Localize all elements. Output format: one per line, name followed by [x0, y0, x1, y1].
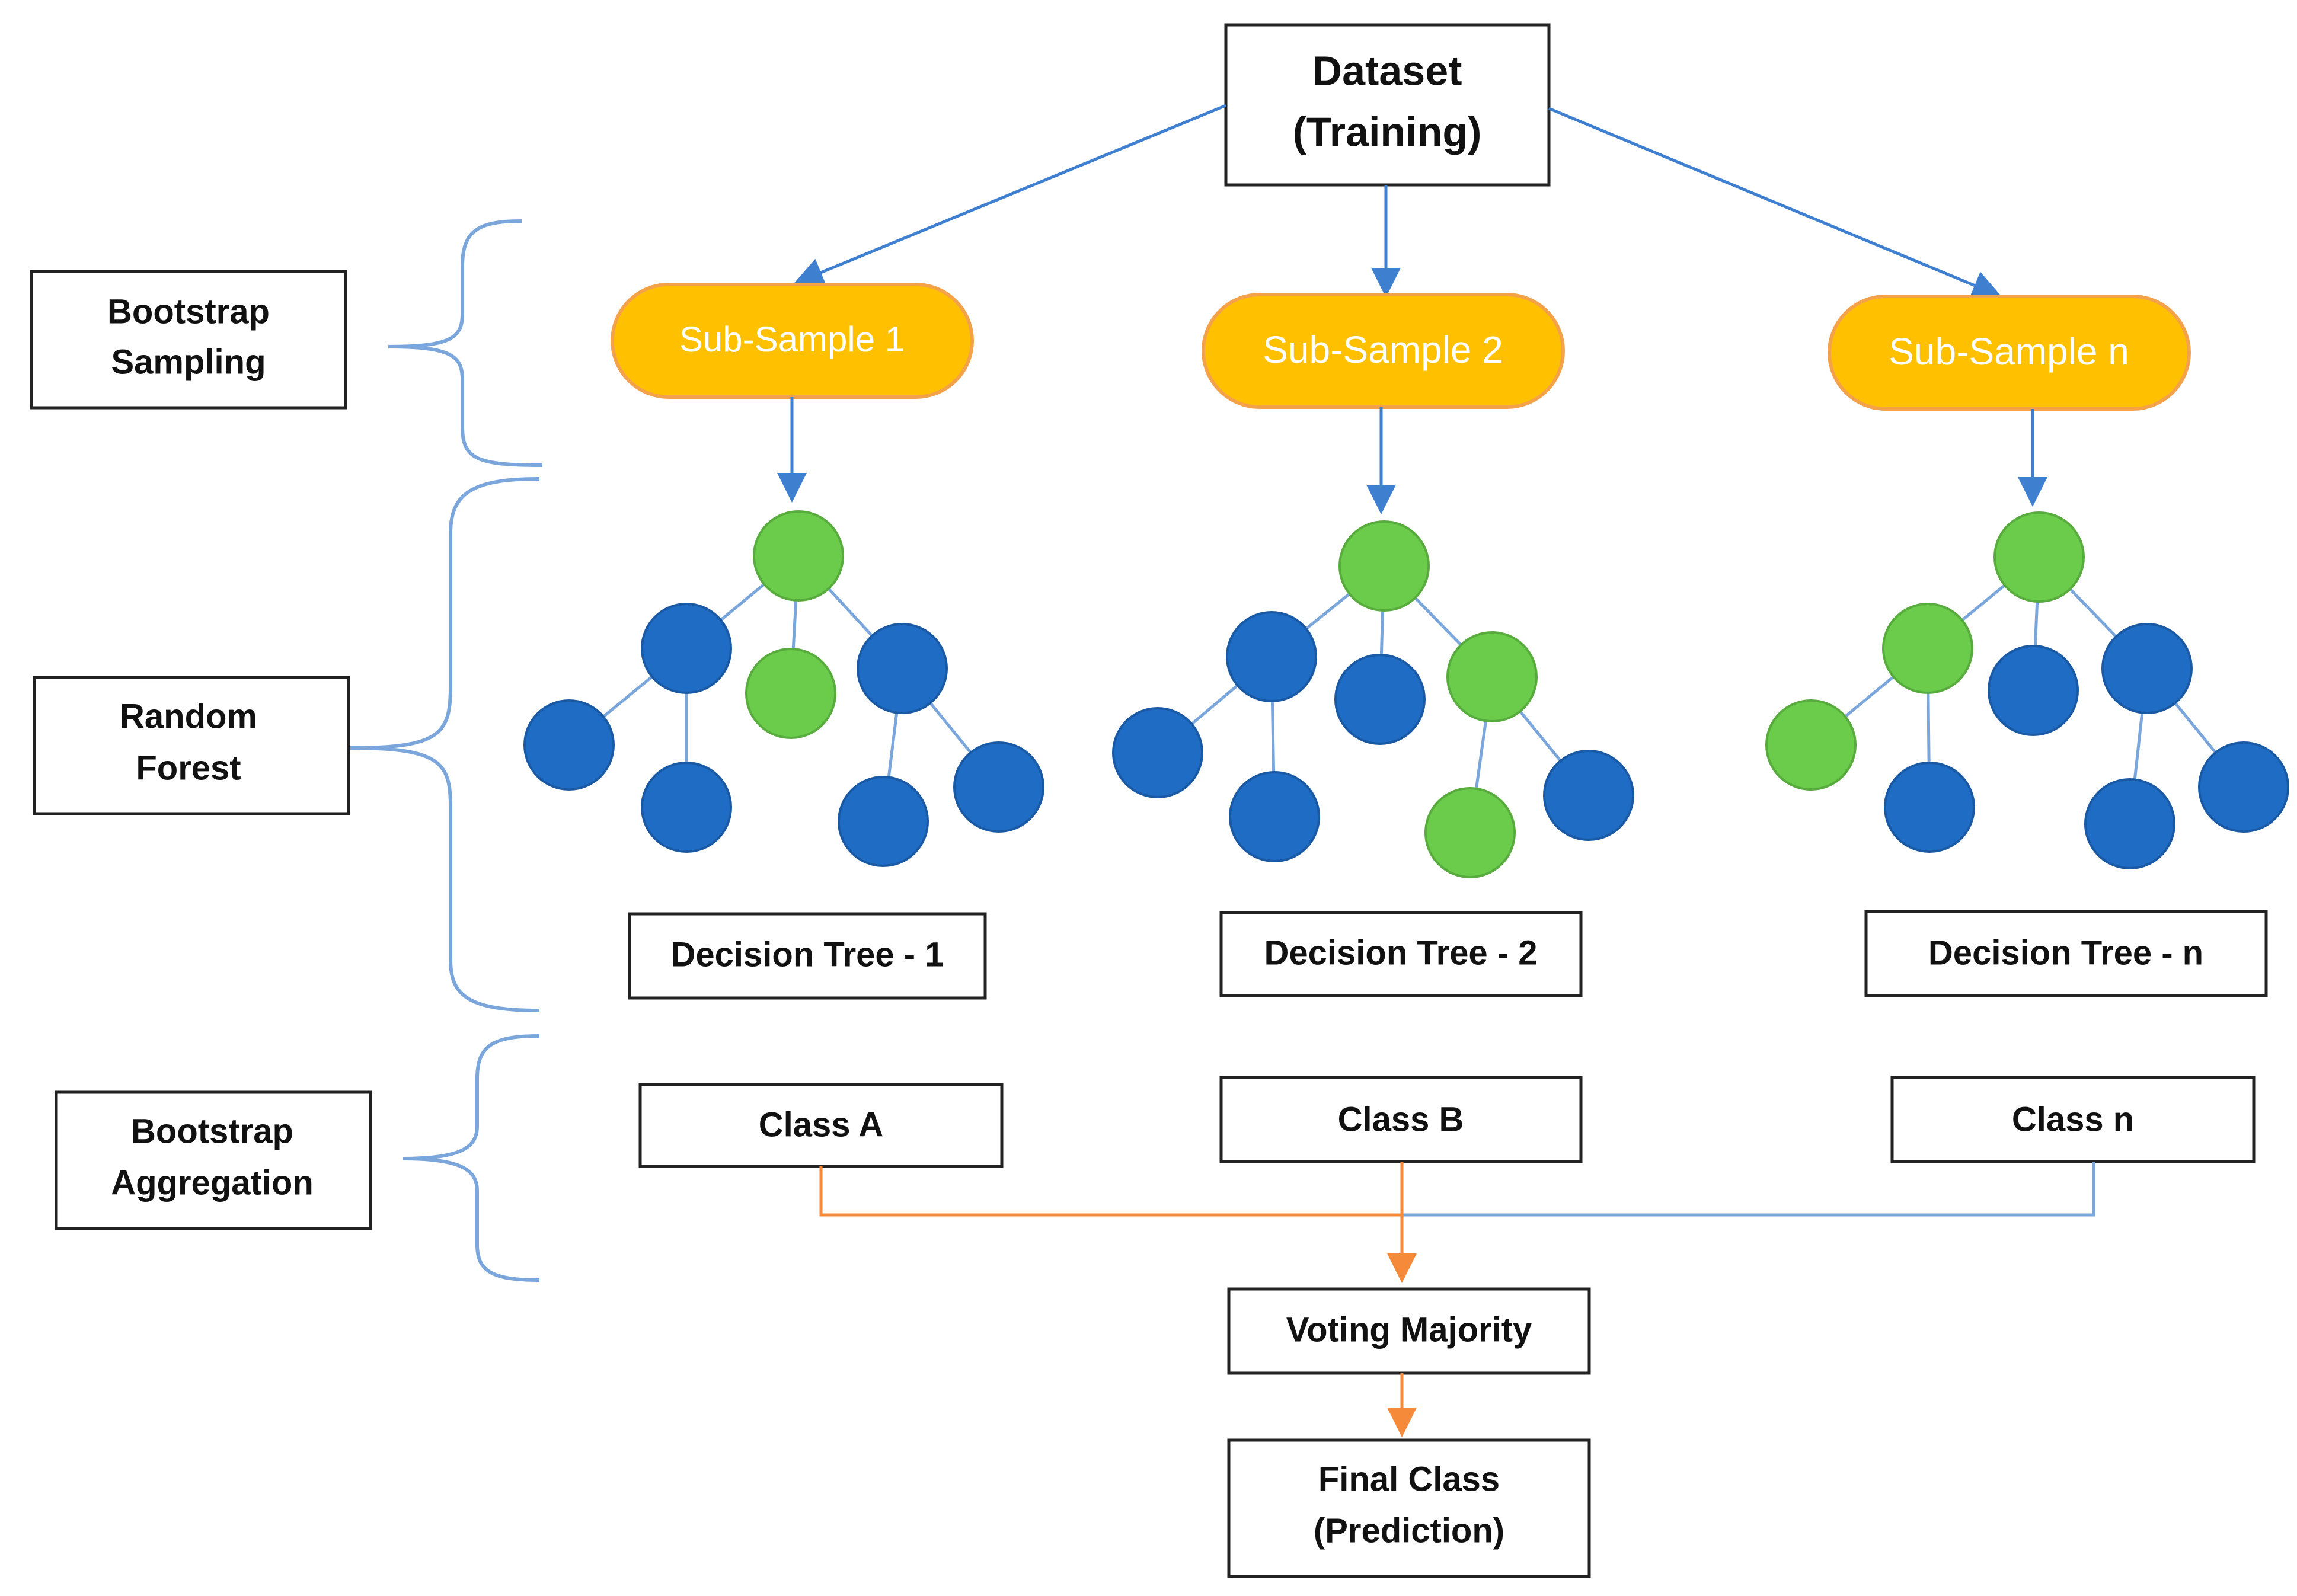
tree-node — [2101, 623, 2193, 714]
subsample-n-pill: Sub-Sample n — [1828, 295, 2191, 411]
decision-tree-n-box: Decision Tree - n — [1864, 910, 2268, 997]
tree-node — [1988, 645, 2079, 736]
dataset-subtitle: (Training) — [1293, 108, 1482, 155]
decision-tree-2-box: Decision Tree - 2 — [1219, 911, 1583, 997]
final-class-title: Final Class — [1318, 1460, 1500, 1498]
tree-node — [2084, 778, 2175, 869]
tree-node-root — [1993, 511, 2085, 603]
brace-random-forest — [349, 477, 540, 1012]
brace-bootstrap-sampling — [388, 219, 543, 467]
tree-node — [1543, 750, 1634, 841]
decision-tree-1-box: Decision Tree - 1 — [628, 912, 987, 1000]
stage-label-bootstrap-aggregation: Bootstrap Aggregation — [55, 1090, 372, 1230]
connector-class-n — [1402, 1162, 2095, 1217]
voting-majority-label: Voting Majority — [1286, 1310, 1532, 1349]
stage-label-line2: Aggregation — [111, 1163, 314, 1202]
tree-node — [745, 648, 836, 739]
final-class-subtitle: (Prediction) — [1314, 1511, 1504, 1550]
stage-label-random-forest: Random Forest — [33, 676, 350, 815]
subsample-1-pill: Sub-Sample 1 — [611, 283, 974, 399]
tree-node — [953, 741, 1044, 833]
tree-node — [2198, 741, 2289, 833]
tree-node — [1884, 762, 1975, 853]
decision-tree-n-graphic — [1765, 511, 2289, 869]
tree-node — [1424, 787, 1516, 878]
class-n-box: Class n — [1890, 1076, 2256, 1163]
decision-tree-n-label: Decision Tree - n — [1928, 933, 2203, 972]
tree-node — [1334, 654, 1426, 745]
stage-label-bootstrap-sampling: Bootstrap Sampling — [30, 270, 347, 410]
class-b-box: Class B — [1219, 1076, 1583, 1163]
subsample-2-label: Sub-Sample 2 — [1263, 328, 1503, 371]
subsample-n-label: Sub-Sample n — [1889, 330, 2129, 373]
tree-node — [641, 603, 732, 694]
tree-node — [1112, 707, 1203, 798]
connector-class-a — [819, 1166, 1402, 1217]
tree-node — [641, 762, 732, 853]
class-a-box: Class A — [638, 1083, 1004, 1168]
tree-node — [1765, 699, 1857, 791]
decision-tree-1-graphic — [523, 510, 1044, 867]
tree-node — [838, 776, 929, 867]
tree-node-root — [1338, 520, 1430, 612]
voting-majority-box: Voting Majority — [1227, 1287, 1591, 1375]
tree-node — [857, 623, 948, 714]
dataset-title: Dataset — [1312, 47, 1462, 94]
arrow-dataset-to-subsample-1 — [793, 104, 1226, 286]
tree-node — [1446, 631, 1538, 722]
tree-node-root — [753, 510, 844, 602]
arrow-dataset-to-subsample-n — [1548, 107, 2002, 299]
decision-tree-2-graphic — [1112, 520, 1634, 878]
class-b-label: Class B — [1338, 1100, 1464, 1138]
subsample-1-label: Sub-Sample 1 — [679, 319, 905, 359]
tree-node — [1226, 611, 1317, 702]
stage-label-line1: Random — [120, 697, 257, 735]
class-n-label: Class n — [2012, 1100, 2134, 1138]
tree-node — [523, 699, 615, 791]
stage-label-line1: Bootstrap — [131, 1112, 293, 1150]
tree-node — [1882, 603, 1973, 694]
dataset-box: Dataset (Training) — [1224, 23, 1551, 187]
final-class-box: Final Class (Prediction) — [1227, 1438, 1591, 1578]
stage-label-line2: Forest — [136, 749, 241, 787]
brace-bootstrap-aggregation — [402, 1034, 540, 1282]
stage-label-line1: Bootstrap — [107, 292, 270, 331]
decision-tree-1-label: Decision Tree - 1 — [671, 935, 944, 974]
class-a-label: Class A — [759, 1105, 884, 1144]
decision-tree-2-label: Decision Tree - 2 — [1264, 933, 1538, 972]
subsample-2-pill: Sub-Sample 2 — [1202, 293, 1565, 409]
tree-node — [1229, 771, 1320, 862]
stage-label-line2: Sampling — [111, 343, 266, 381]
